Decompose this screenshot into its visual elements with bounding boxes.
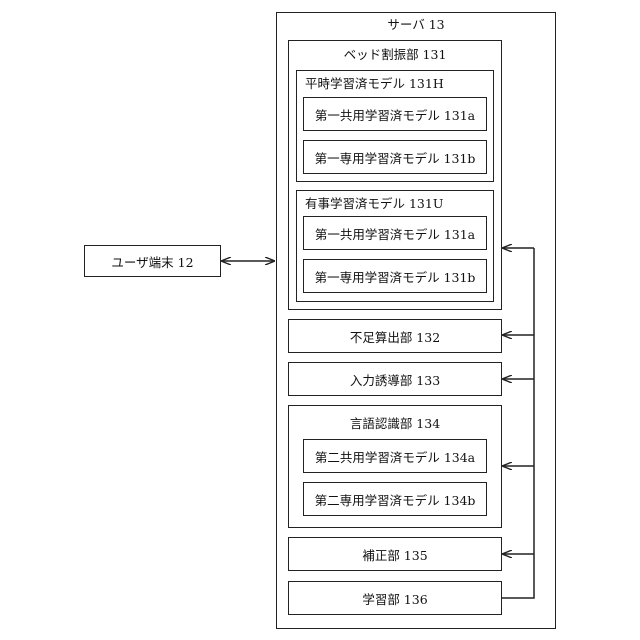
shortage-calc-label: 不足算出部 132	[350, 327, 440, 346]
user-terminal-box: ユーザ端末 12	[84, 245, 221, 277]
emergency-shared-model-label: 第一共用学習済モデル 131a	[315, 224, 475, 243]
normal-shared-model-label: 第一共用学習済モデル 131a	[315, 105, 475, 124]
emergency-dedicated-model-label: 第一専用学習済モデル 131b	[315, 267, 476, 286]
server-label: サーバ 13	[277, 19, 555, 32]
correction-box: 補正部 135	[288, 537, 502, 571]
learning-box: 学習部 136	[288, 581, 502, 615]
normal-model-label: 平時学習済モデル 131H	[305, 78, 444, 91]
normal-dedicated-model-label: 第一専用学習済モデル 131b	[315, 148, 476, 167]
shortage-calc-box: 不足算出部 132	[288, 319, 502, 353]
second-shared-model-label: 第二共用学習済モデル 134a	[315, 447, 475, 466]
emergency-model-label: 有事学習済モデル 131U	[305, 198, 443, 211]
emergency-dedicated-model-box: 第一専用学習済モデル 131b	[303, 259, 487, 293]
normal-dedicated-model-box: 第一専用学習済モデル 131b	[303, 140, 487, 174]
learning-label: 学習部 136	[362, 589, 427, 608]
input-guide-label: 入力誘導部 133	[350, 370, 440, 389]
emergency-shared-model-box: 第一共用学習済モデル 131a	[303, 216, 487, 250]
second-dedicated-model-label: 第二専用学習済モデル 134b	[315, 490, 476, 509]
second-shared-model-box: 第二共用学習済モデル 134a	[303, 439, 487, 473]
language-recognition-label: 言語認識部 134	[289, 418, 501, 431]
bed-allocation-label: ベッド割振部 131	[289, 49, 501, 62]
user-terminal-label: ユーザ端末 12	[111, 252, 193, 271]
correction-label: 補正部 135	[362, 545, 427, 564]
input-guide-box: 入力誘導部 133	[288, 362, 502, 396]
second-dedicated-model-box: 第二専用学習済モデル 134b	[303, 482, 487, 516]
normal-shared-model-box: 第一共用学習済モデル 131a	[303, 97, 487, 131]
